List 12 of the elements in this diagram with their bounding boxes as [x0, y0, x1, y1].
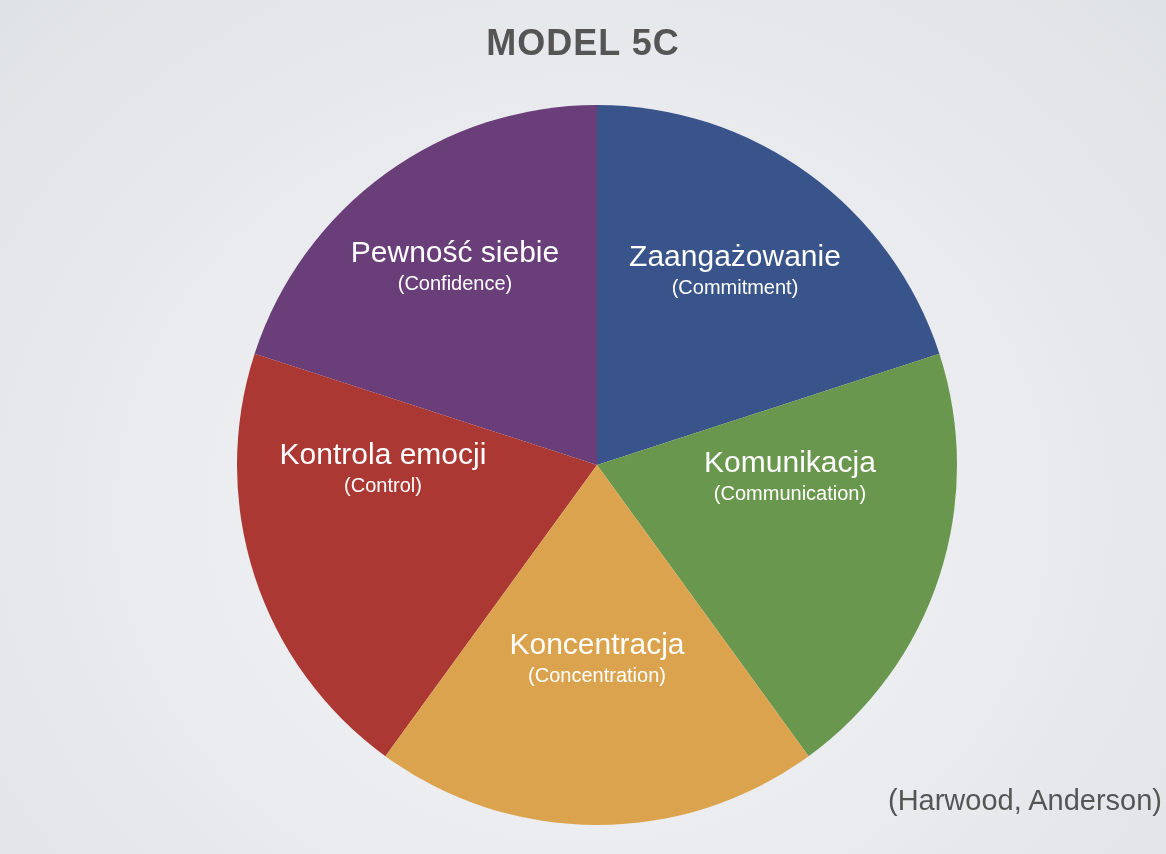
- slice-subtitle: (Communication): [713, 481, 867, 506]
- slice-title: Zaangażowanie: [629, 238, 841, 274]
- slice-subtitle: (Confidence): [397, 271, 513, 296]
- slice-title: Kontrola emocji: [279, 436, 487, 472]
- slice-subtitle: (Commitment): [671, 275, 799, 300]
- slice-title: Koncentracja: [509, 626, 685, 662]
- slice-subtitle: (Concentration): [528, 663, 666, 688]
- title: MODEL 5C: [485, 22, 681, 64]
- slice-title: Komunikacja: [704, 444, 876, 480]
- citation: (Harwood, Anderson): [887, 784, 1162, 817]
- slice-title: Pewność siebie: [350, 234, 560, 270]
- slice-subtitle: (Control): [344, 473, 422, 498]
